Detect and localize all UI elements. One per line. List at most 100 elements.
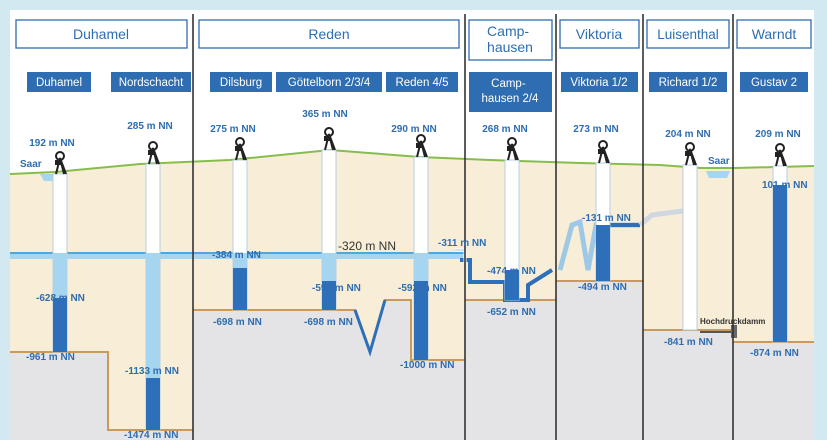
shaft-duhamel-water (53, 298, 67, 352)
level-camp-652: -652 m NN (487, 307, 536, 318)
headframe-icon (775, 143, 787, 167)
shaft-label-duhamel: Duhamel (36, 77, 82, 89)
headframe-icon (235, 137, 247, 161)
bedrock-camphausen (465, 300, 556, 440)
shaft-label-camphausen24-line2: hausen 2/4 (482, 93, 540, 105)
surface-elevations: 192 m NN 285 m NN 275 m NN 365 m NN 290 … (29, 109, 801, 149)
bedrock-reden (193, 300, 465, 440)
level-warndt-874: -874 m NN (750, 348, 799, 359)
shaft-reden45-water (414, 281, 428, 360)
level-duhamel-water: -628 m NN (36, 293, 85, 304)
column-dividers (192, 14, 734, 440)
label-box-gustav2 (740, 72, 808, 92)
group-header-camphausen: Camp- hausen (487, 23, 533, 55)
surface-camphausen24: 268 m NN (482, 124, 528, 135)
level-labels: -628 m NN -961 m NN -1133 m NN -1474 m N… (26, 180, 808, 440)
level-reden-592-a: -592 m NN (312, 283, 361, 294)
shaft-gustav-water (773, 185, 787, 342)
header-box-viktoria (559, 19, 640, 49)
surface-reden45: 290 m NN (391, 124, 437, 135)
group-header-reden: Reden (308, 26, 349, 42)
bedrock-viktoria (556, 281, 643, 440)
shaft-label-viktoria12: Viktoria 1/2 (570, 77, 627, 89)
level-vikt-131: -131 m NN (582, 213, 631, 224)
label-box-camphausen24 (469, 72, 552, 112)
surface-gustav2: 209 m NN (755, 129, 801, 140)
headframe-icon (324, 127, 336, 151)
level-nordschacht-bottom: -1474 m NN (124, 430, 178, 440)
level-duhamel-bottom: -961 m NN (26, 352, 75, 363)
level-reden-698-a: -698 m NN (213, 317, 262, 328)
header-box-luisenthal (646, 19, 730, 49)
shaft-label-dilsburg: Dilsburg (220, 77, 262, 89)
shaft-camphausen-water (505, 270, 519, 300)
label-box-dilsburg (210, 72, 272, 92)
headframe-icon (55, 151, 67, 175)
shaft-label-camphausen24-line1: Camp- (491, 78, 526, 90)
shaft-label-richard12: Richard 1/2 (659, 77, 718, 89)
label-box-richard12 (649, 72, 727, 92)
group-header-duhamel: Duhamel (73, 26, 129, 42)
shaft-label-goettelborn: Göttelborn 2/3/4 (288, 77, 371, 89)
label-box-reden45 (386, 72, 458, 92)
shaft-goettelborn-water (322, 281, 336, 310)
hochdruckdamm-label: Hochdruckdamm (700, 317, 765, 326)
reden-channel (353, 299, 387, 357)
header-box-warndt (736, 19, 812, 49)
level-reden-592-b: -592 m NN (398, 283, 447, 294)
shaft-goettelborn-water-light (322, 253, 336, 281)
shaft-viktoria-water (596, 225, 610, 281)
group-headers: Duhamel Reden Camp- hausen Viktoria Luis… (15, 19, 812, 61)
level-reden-384: -384 m NN (212, 250, 261, 261)
saar-label-left: Saar (20, 159, 42, 170)
surface-viktoria12: 273 m NN (573, 124, 619, 135)
level-reden-1000: -1000 m NN (400, 360, 454, 371)
shaft-richard (682, 164, 698, 331)
shaft-labels: Duhamel Nordschacht Dilsburg Göttelborn … (27, 72, 808, 112)
surface-nordschacht: 285 m NN (127, 121, 173, 132)
ground-line (9, 148, 815, 175)
level-reden-698-b: -698 m NN (304, 317, 353, 328)
headframe-icon (685, 142, 697, 166)
group-header-viktoria: Viktoria (576, 26, 623, 42)
bedrock-warndt (733, 342, 814, 440)
bedrock-duhamel (10, 352, 193, 440)
label-box-goettelborn (276, 72, 382, 92)
headframe-icon (507, 137, 519, 161)
shaft-label-camphausen24: Camp- hausen 2/4 (482, 78, 540, 105)
shaft-nordschacht-water-light (146, 253, 160, 378)
group-header-camphausen-line1: Camp- (487, 23, 529, 39)
surface-goettelborn: 365 m NN (302, 109, 348, 120)
header-box-camphausen (468, 19, 553, 61)
shaft-label-nordschacht: Nordschacht (119, 77, 184, 89)
shaft-label-gustav2: Gustav 2 (751, 77, 797, 89)
group-header-luisenthal: Luisenthal (657, 27, 719, 42)
shaft-nordschacht-water (146, 378, 160, 430)
saar-label-right: Saar (708, 156, 730, 167)
headframes (55, 127, 787, 175)
group-header-camphausen-line2: hausen (487, 39, 533, 55)
shaft-duhamel-water-light (53, 253, 67, 298)
label-box-duhamel (27, 72, 91, 92)
shaft-dilsburg-water-light (233, 253, 247, 268)
shaft-reden45-water-light (414, 253, 428, 281)
bedrock-luisenthal (643, 330, 733, 440)
level-warndt-101: 101 m NN (762, 180, 808, 191)
headframe-icon (416, 134, 428, 158)
surface-dilsburg: 275 m NN (210, 124, 256, 135)
luisenthal-gallery (638, 207, 691, 227)
saar-pool-right (706, 171, 730, 178)
surface-duhamel: 192 m NN (29, 138, 75, 149)
hochdruckdamm-block (731, 325, 737, 338)
level-nordschacht-water: -1133 m NN (125, 366, 179, 377)
headframe-icon (598, 140, 610, 164)
header-box-duhamel (15, 19, 188, 49)
level-reden-320: -320 m NN (338, 239, 396, 253)
header-box-reden (198, 19, 460, 49)
label-box-viktoria12 (561, 72, 638, 92)
headframe-icon (148, 141, 160, 165)
level-luis-841: -841 m NN (664, 337, 713, 348)
surface-richard12: 204 m NN (665, 129, 711, 140)
